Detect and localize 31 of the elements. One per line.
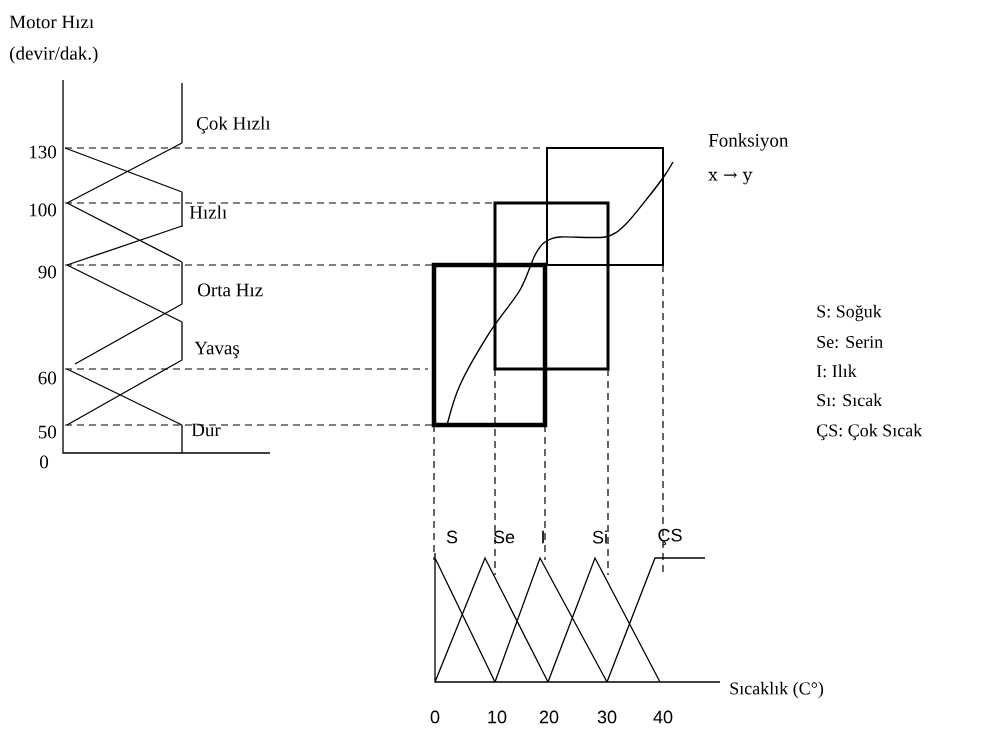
axis-title: (devir/dak.) (10, 46, 98, 64)
key-text: ÇS: Çok Sıcak (816, 423, 923, 441)
set-label: Si (592, 530, 607, 544)
tick-label: 60 (38, 371, 57, 385)
function-label: x → y (708, 171, 753, 185)
tick-label: 20 (539, 710, 559, 724)
tick-label: 0 (40, 455, 49, 469)
tick-label: 0 (430, 710, 440, 724)
set-label: ÇS (658, 528, 682, 546)
function-label: Fonksiyon (708, 133, 789, 151)
tick-label: 10 (488, 710, 507, 724)
set-label: Yavaş (194, 341, 240, 359)
set-label: Orta Hız (198, 283, 263, 297)
set-label: Se (493, 530, 515, 544)
tick-label: 100 (29, 203, 57, 217)
key-text: S: Soğuk (817, 304, 882, 322)
axis-title: Motor Hızı (9, 15, 94, 29)
set-label: S (446, 530, 458, 544)
key-text: Sı: Sıcak (817, 393, 883, 407)
tick-label: 30 (597, 710, 617, 724)
key-text: I: Ilık (816, 364, 857, 378)
tick-label: 130 (29, 145, 57, 159)
set-label: Dur (191, 423, 221, 437)
key-text: Se: Serin (817, 335, 883, 349)
set-label: I (542, 530, 544, 544)
tick-label: 90 (38, 265, 57, 279)
set-label: Hızlı (189, 205, 227, 219)
tick-label: 40 (653, 710, 673, 724)
axis-title: Sıcaklık (C°) (730, 681, 824, 699)
set-label: Çok Hızlı (197, 116, 271, 134)
tick-label: 50 (38, 425, 57, 439)
